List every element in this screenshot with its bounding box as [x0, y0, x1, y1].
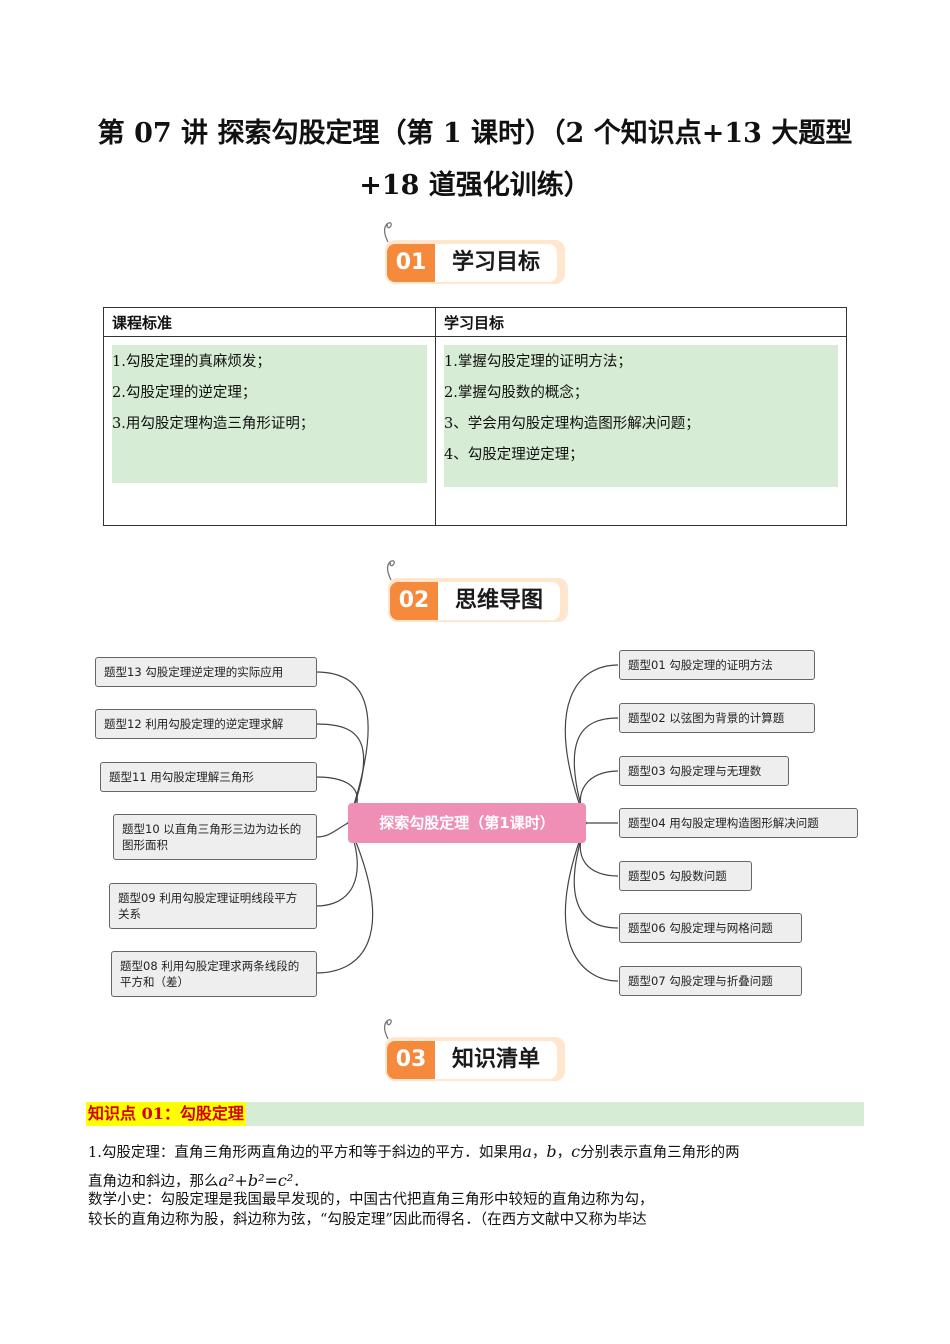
pin-icon [383, 222, 392, 243]
curriculum-standards-box: 1.勾股定理的真麻烦发； 2.勾股定理的逆定理； 3.用勾股定理构造三角形证明； [112, 345, 427, 483]
page-title: 第 07 讲 探索勾股定理（第 1 课时）（2 个知识点+13 大题型 +18 … [60, 108, 890, 212]
var-c: c [571, 1142, 581, 1161]
pin-icon [383, 1019, 392, 1040]
mindmap-node-left: 题型13 勾股定理逆定理的实际应用 [95, 657, 317, 687]
mindmap-node-left: 题型08 利用勾股定理求两条线段的平方和（差） [111, 951, 317, 997]
knowledge-point-title: 知识点 01：勾股定理 [86, 1102, 246, 1126]
connector [573, 822, 619, 929]
list-item: 1.勾股定理的真麻烦发； [112, 354, 271, 370]
banner-label: 学习目标 [435, 244, 557, 282]
var-b: b [546, 1142, 557, 1161]
list-item: 1.掌握勾股定理的证明方法； [444, 354, 632, 370]
connector [564, 664, 619, 824]
learning-goals-box: 1.掌握勾股定理的证明方法； 2.掌握勾股数的概念； 3、学会用勾股定理构造图形… [444, 345, 838, 487]
connector [315, 671, 369, 824]
list-item: 3、学会用勾股定理构造图形解决问题； [444, 416, 700, 432]
list-item: 2.勾股定理的逆定理； [112, 385, 257, 401]
mindmap-node-right: 题型07 勾股定理与折叠问题 [619, 966, 802, 996]
mindmap-node-right: 题型05 勾股数问题 [619, 861, 752, 891]
list-item: 3.用勾股定理构造三角形证明； [112, 416, 315, 432]
connector [315, 822, 349, 838]
title-line-1: 第 07 讲 探索勾股定理（第 1 课时）（2 个知识点+13 大题型 [97, 118, 853, 149]
banner-number: 01 [387, 244, 435, 282]
mindmap-node-left: 题型11 用勾股定理解三角形 [100, 762, 317, 792]
mindmap-connectors [315, 664, 619, 982]
mindmap-center: 探索勾股定理（第1课时） [348, 803, 586, 843]
goals-table: 课程标准 学习目标 1.勾股定理的真麻烦发； 2.勾股定理的逆定理； 3.用勾股… [103, 307, 847, 526]
banner-number: 03 [387, 1041, 435, 1079]
mindmap-node-left: 题型12 利用勾股定理的逆定理求解 [95, 709, 317, 739]
col1-header: 课程标准 [112, 314, 173, 332]
list-item: 2.掌握勾股数的概念； [444, 385, 589, 401]
mindmap-node-right: 题型04 用勾股定理构造图形解决问题 [619, 808, 858, 838]
mindmap-node-right: 题型02 以弦图为背景的计算题 [619, 703, 815, 733]
mindmap-node-right: 题型03 勾股定理与无理数 [619, 756, 789, 786]
banner-label: 思维导图 [438, 582, 560, 620]
connector [573, 717, 619, 824]
mindmap-node-left: 题型10 以直角三角形三边为边长的图形面积 [113, 814, 317, 860]
banner-number: 02 [390, 582, 438, 620]
mindmap-node-right: 题型01 勾股定理的证明方法 [619, 650, 815, 680]
pythagorean-formula: a²+b²=c² [218, 1171, 294, 1190]
mindmap-node-right: 题型06 勾股定理与网格问题 [619, 913, 802, 943]
col2-header: 学习目标 [444, 314, 505, 332]
pin-icon [386, 560, 395, 581]
banner-label: 知识清单 [435, 1041, 557, 1079]
theorem-paragraph: 1.勾股定理：直角三角形两直角边的平方和等于斜边的平方．如果用a，b，c分别表示… [88, 1142, 740, 1190]
var-a: a [522, 1142, 532, 1161]
connector [564, 822, 619, 982]
title-line-2: +18 道强化训练） [359, 170, 591, 201]
list-item: 4、勾股定理逆定理； [444, 447, 584, 463]
knowledge-point-heading: 知识点 01：勾股定理 [86, 1102, 864, 1126]
history-paragraph: 数学小史：勾股定理是我国最早发现的，中国古代把直角三角形中较短的直角边称为勾， … [88, 1192, 654, 1228]
mindmap-node-left: 题型09 利用勾股定理证明线段平方关系 [109, 883, 317, 929]
connector [315, 822, 374, 974]
